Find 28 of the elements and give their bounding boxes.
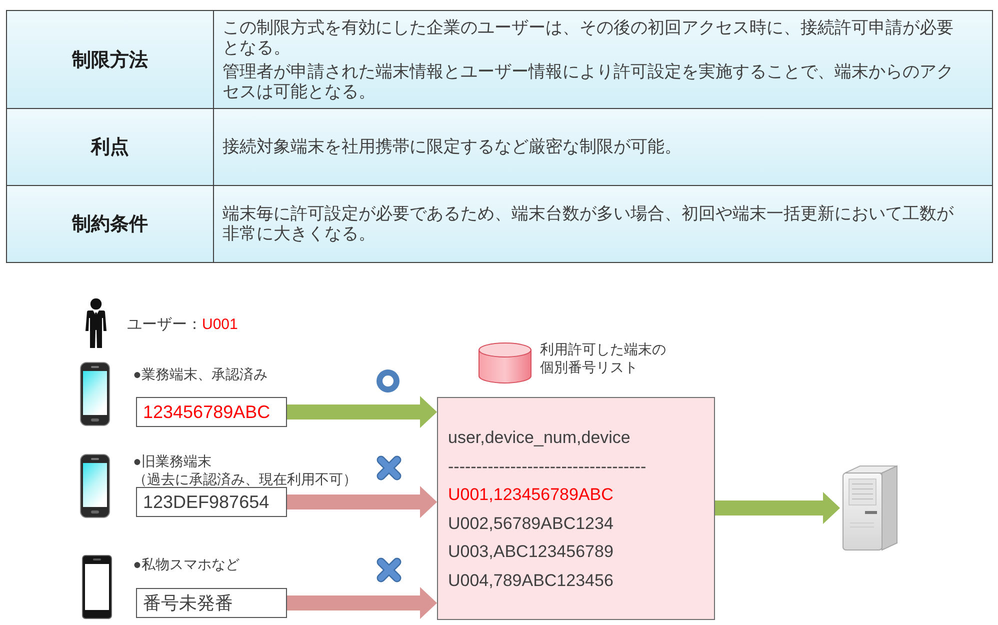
- row-header-cell: 利点: [6, 108, 214, 186]
- list-entry: U003,ABC123456789: [448, 541, 614, 563]
- row-header-cell: 制限方法: [6, 10, 214, 109]
- arrow: [287, 396, 437, 428]
- arrow: [715, 492, 840, 524]
- list-entry: U001,123456789ABC: [448, 484, 614, 506]
- list-entry: U002,56789ABC1234: [448, 512, 614, 534]
- list-entry: U004,789ABC123456: [448, 570, 614, 592]
- caption-text: ●私物スマホなど: [133, 555, 240, 573]
- server-icon: [840, 465, 898, 551]
- arrow: [287, 486, 437, 518]
- list-entry: user,device_num,device: [448, 427, 630, 449]
- list-box: [437, 397, 715, 620]
- user-id: U001: [202, 315, 238, 335]
- cell-text: 接続対象端末を社用携帯に限定するなど厳密な制限が可能。: [222, 137, 682, 157]
- row-header-cell: 制約条件: [6, 185, 214, 263]
- caption-text: ●旧業務端末（過去に承認済み、現在利用不可）: [133, 452, 358, 488]
- dashed-divider: -----------------------------------: [448, 456, 646, 478]
- caption-text: ●業務端末、承認済み: [133, 365, 268, 383]
- number-box: 123456789ABC: [136, 397, 287, 427]
- arrow: [287, 587, 437, 619]
- number-box: 番号未発番: [136, 588, 287, 618]
- caption-text: 利用許可した端末の個別番号リスト: [540, 340, 667, 376]
- cell-text: この制限方式を有効にした企業のユーザーは、その後の初回アクセス時に、接続許可申請が必要となる。: [222, 18, 954, 58]
- cell-text: 管理者が申請された端末情報とユーザー情報により許可設定を実施することで、端末からのアクセスは可能となる。: [222, 62, 954, 102]
- number-box: 123DEF987654: [136, 487, 287, 517]
- user-label: ユーザー：: [127, 315, 202, 335]
- cell-text: 端末毎に許可設定が必要であるため、端末台数が多い場合、初回や端末一括更新において工数が非常に大きくなる。: [222, 204, 954, 244]
